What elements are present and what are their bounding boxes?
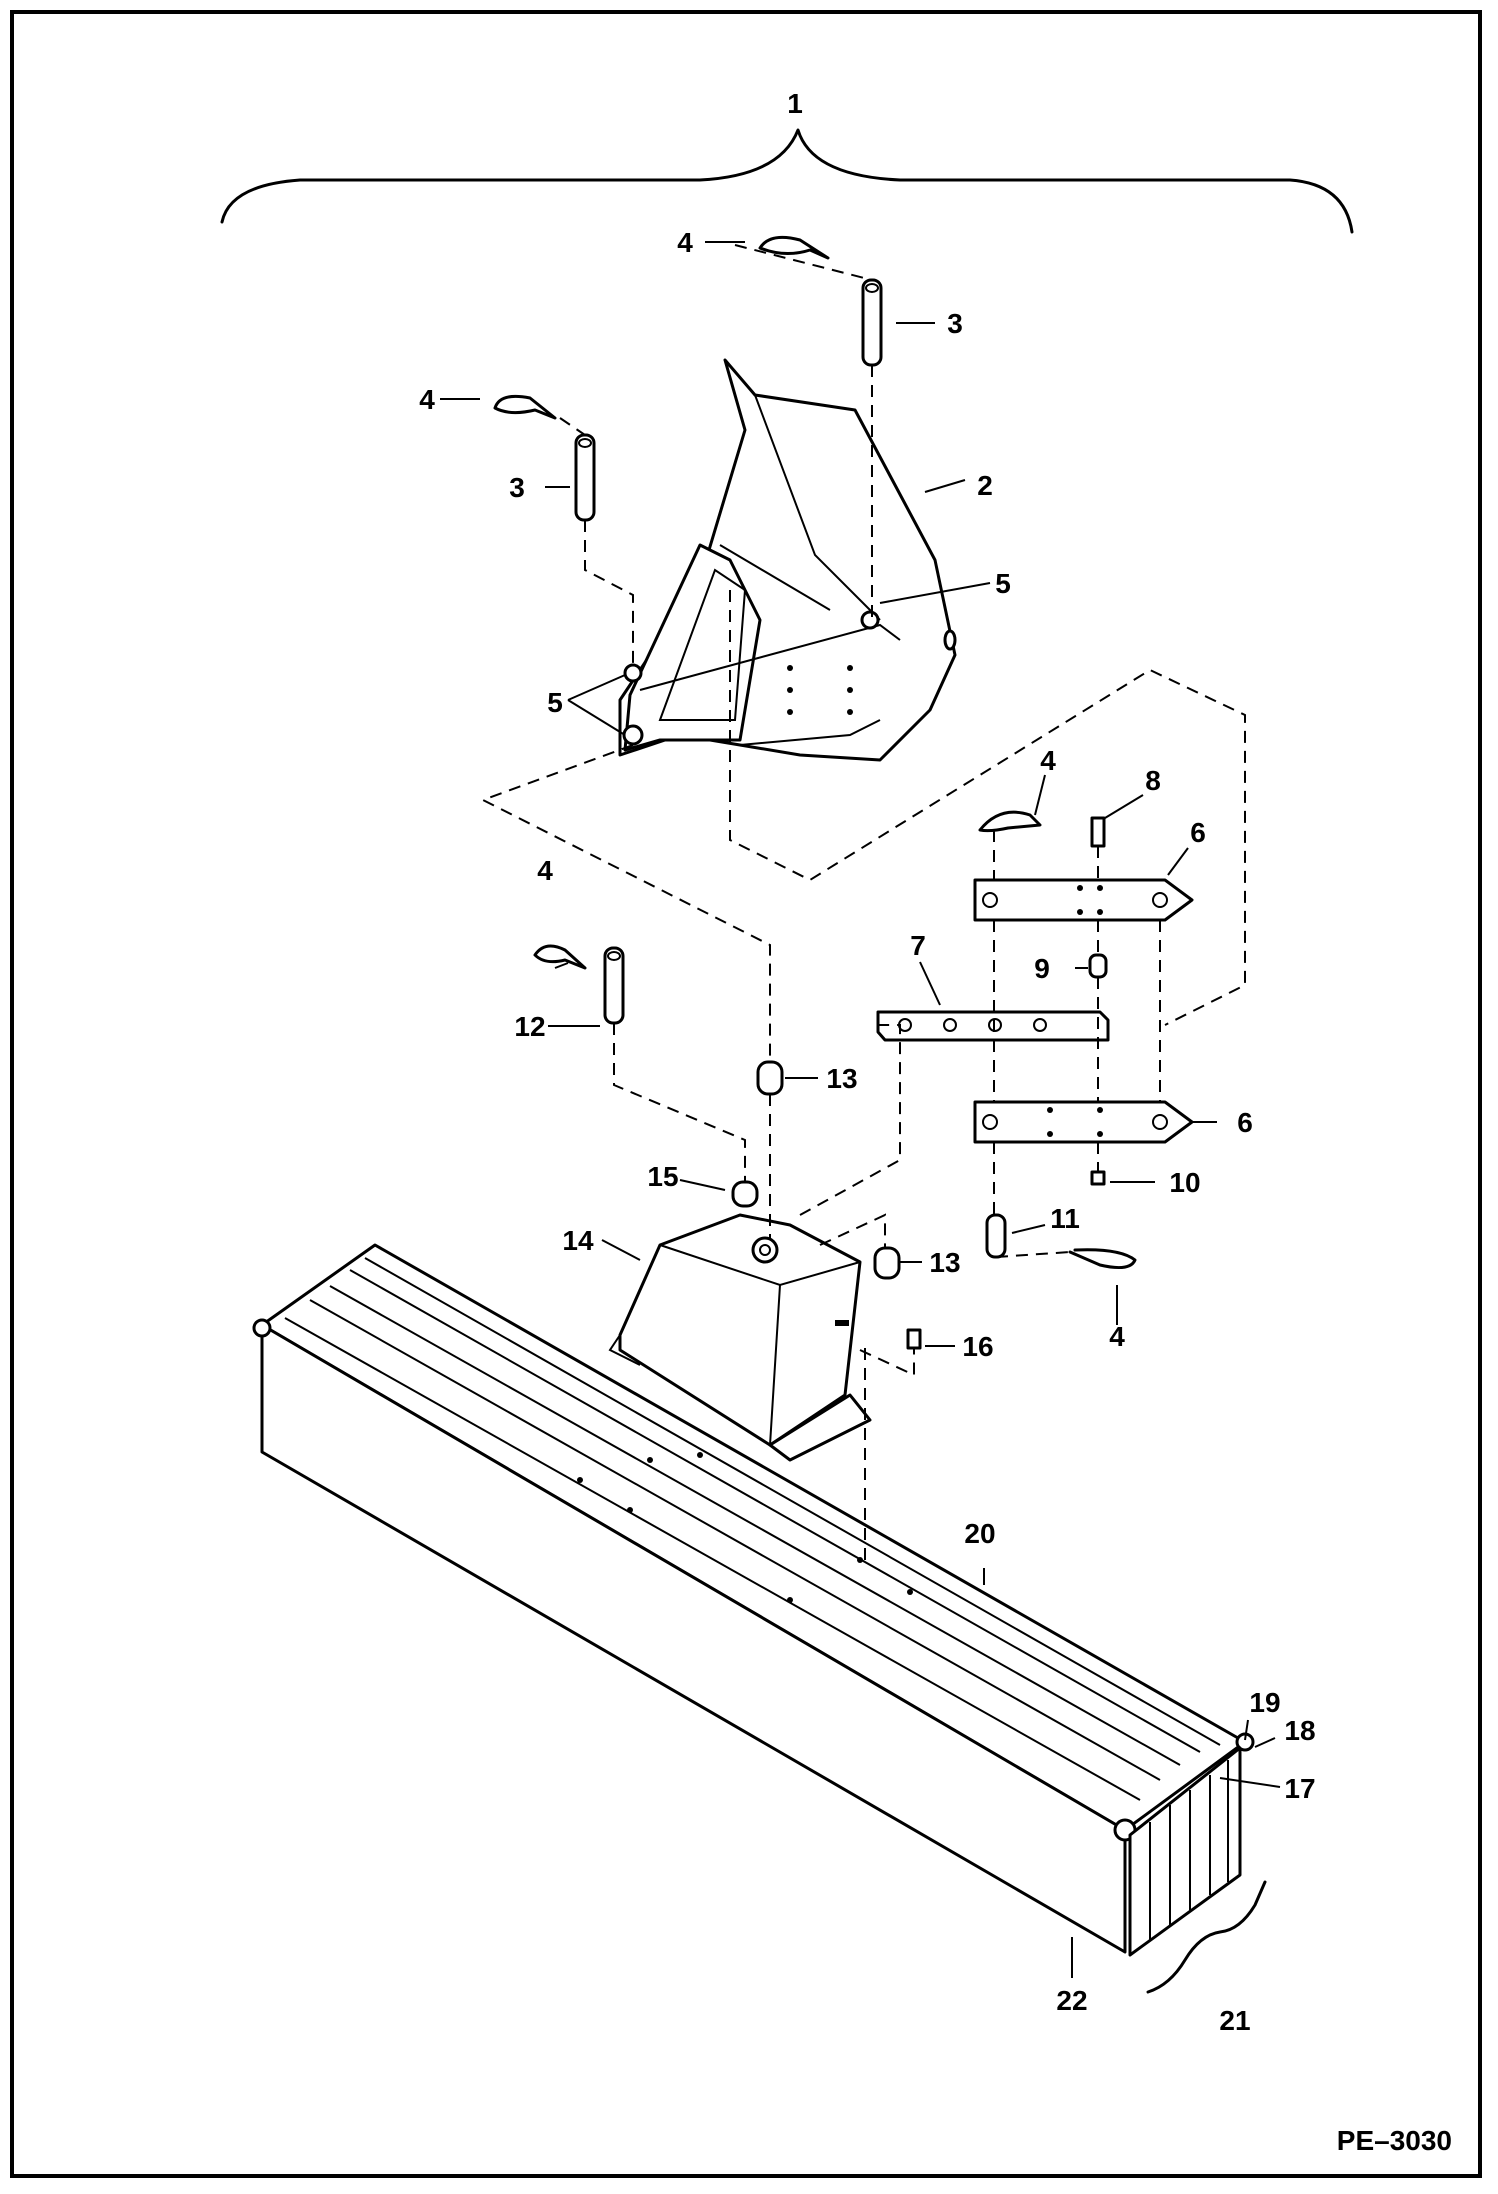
hitch-frame [618, 358, 957, 762]
label-1: 1 [787, 88, 803, 119]
cap-screw [906, 1328, 922, 1350]
label-18: 18 [1284, 1715, 1315, 1746]
label-9: 9 [1034, 953, 1050, 984]
label-4-plate: 4 [1040, 745, 1056, 776]
pin-12 [603, 946, 625, 1025]
label-21: 21 [1219, 2005, 1250, 2036]
nut [1090, 1170, 1106, 1186]
label-20: 20 [964, 1518, 995, 1549]
label-22: 22 [1056, 1985, 1087, 2016]
label-14: 14 [562, 1225, 594, 1256]
diagram-frame [10, 10, 1482, 2178]
spacer [1088, 953, 1108, 979]
label-6-upper: 6 [1190, 817, 1206, 848]
label-15: 15 [647, 1161, 678, 1192]
bushing-lower [873, 1246, 901, 1280]
mount-plate-upper [973, 878, 1194, 922]
label-11: 11 [1050, 1203, 1080, 1234]
hitch-pin-upper [861, 278, 883, 367]
label-19: 19 [1249, 1687, 1280, 1718]
hair-pin-upper [758, 235, 830, 260]
label-16: 16 [962, 1331, 993, 1362]
hair-pin-left [493, 394, 557, 420]
leader-lines [440, 241, 1281, 1978]
assembly-brace [220, 128, 1354, 234]
label-5-left: 5 [547, 687, 563, 718]
blade-assembly [252, 1243, 1255, 1957]
label-7: 7 [910, 930, 926, 961]
label-4-left: 4 [419, 384, 435, 415]
pivot-mount [608, 1213, 872, 1462]
mount-plate-lower [973, 1100, 1194, 1144]
bushing-upper [756, 1060, 784, 1096]
hair-pin-lower [1068, 1248, 1137, 1270]
label-3-left: 3 [509, 472, 525, 503]
label-3-upper: 3 [947, 308, 963, 339]
label-17: 17 [1284, 1773, 1315, 1804]
dashed-connectors [480, 244, 1246, 1560]
label-8: 8 [1145, 765, 1161, 796]
bolt [1090, 816, 1106, 848]
label-10: 10 [1169, 1167, 1200, 1198]
label-4-top: 4 [677, 227, 693, 258]
label-4-lower: 4 [1109, 1321, 1125, 1352]
hitch-pin-left [574, 433, 596, 522]
hair-pin-center [533, 944, 587, 970]
label-4-center: 4 [537, 855, 553, 886]
drawing-reference: PE–3030 [1337, 2125, 1452, 2156]
label-13-lower: 13 [929, 1247, 960, 1278]
label-2: 2 [977, 470, 993, 501]
pin-11 [985, 1213, 1007, 1259]
pivot-boss [731, 1180, 759, 1208]
label-5-right: 5 [995, 568, 1011, 599]
label-6-lower: 6 [1237, 1107, 1253, 1138]
blade-segment-brace [1146, 1880, 1267, 1994]
hair-pin-plate [978, 810, 1042, 833]
label-12: 12 [514, 1011, 545, 1042]
label-13-upper: 13 [826, 1063, 857, 1094]
